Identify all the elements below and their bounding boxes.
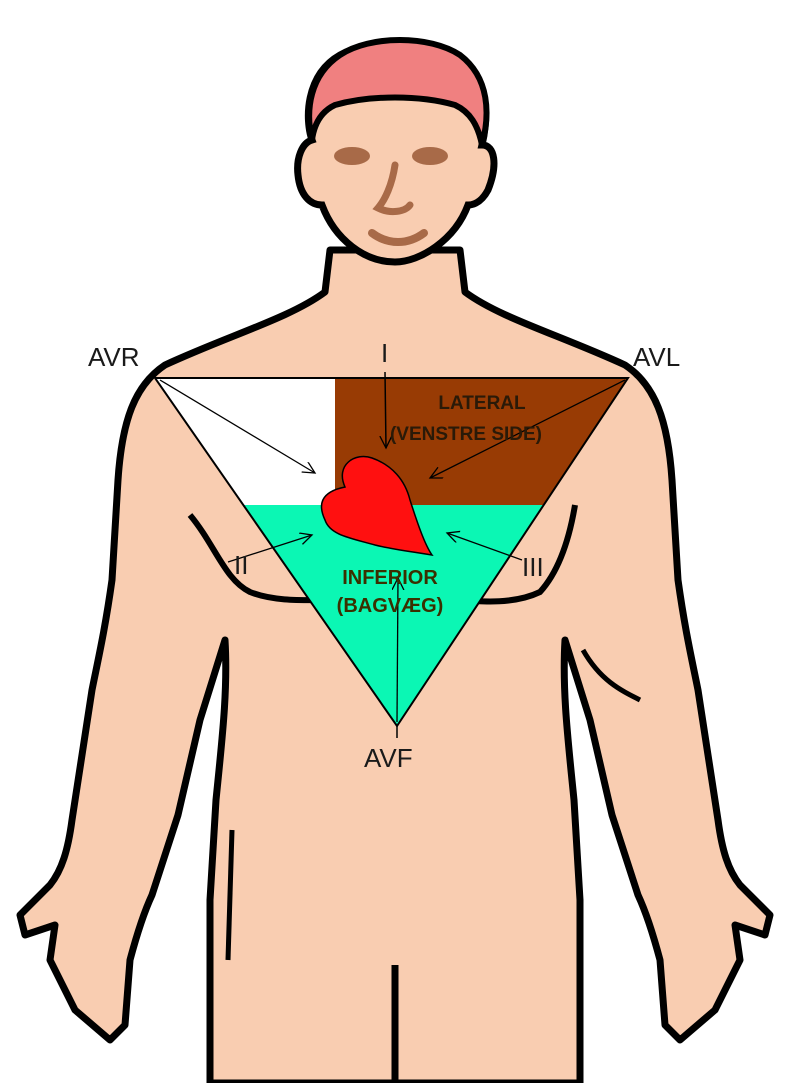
lateral-title: LATERAL xyxy=(438,393,526,414)
avf-vector-arrow xyxy=(397,578,398,723)
arm-contour-right xyxy=(580,648,642,703)
label-avf: AVF xyxy=(364,743,413,773)
right-arm-region xyxy=(155,378,335,505)
hair xyxy=(306,37,490,146)
arm-contour-left xyxy=(225,829,235,961)
chest-contour-right xyxy=(454,504,578,605)
right-eye xyxy=(412,147,448,165)
lateral-region xyxy=(335,378,628,505)
lead-iii-vector-arrow xyxy=(447,533,523,561)
lateral-subtitle: (VENSTRE SIDE) xyxy=(390,424,542,445)
einthoven-triangle xyxy=(153,377,630,728)
inferior-subtitle: (BAGVÆG) xyxy=(337,595,444,617)
lead-ii-vector-arrow xyxy=(227,535,312,563)
mouth xyxy=(368,229,428,246)
label-avr: AVR xyxy=(88,342,140,372)
inferior-region xyxy=(243,505,544,726)
nose xyxy=(372,161,414,216)
left-eye xyxy=(334,147,370,165)
label-lead-ii: II xyxy=(234,550,248,580)
label-avl: AVL xyxy=(633,342,680,372)
lead-i-vector-arrow xyxy=(385,371,386,448)
avl-vector-arrow xyxy=(430,379,626,478)
label-lead-i: I xyxy=(381,338,388,368)
avr-vector-arrow xyxy=(159,379,315,473)
heart xyxy=(320,455,434,557)
inferior-title: INFERIOR xyxy=(342,567,438,589)
chest-contour-left xyxy=(187,513,336,604)
label-lead-iii: III xyxy=(522,552,544,582)
